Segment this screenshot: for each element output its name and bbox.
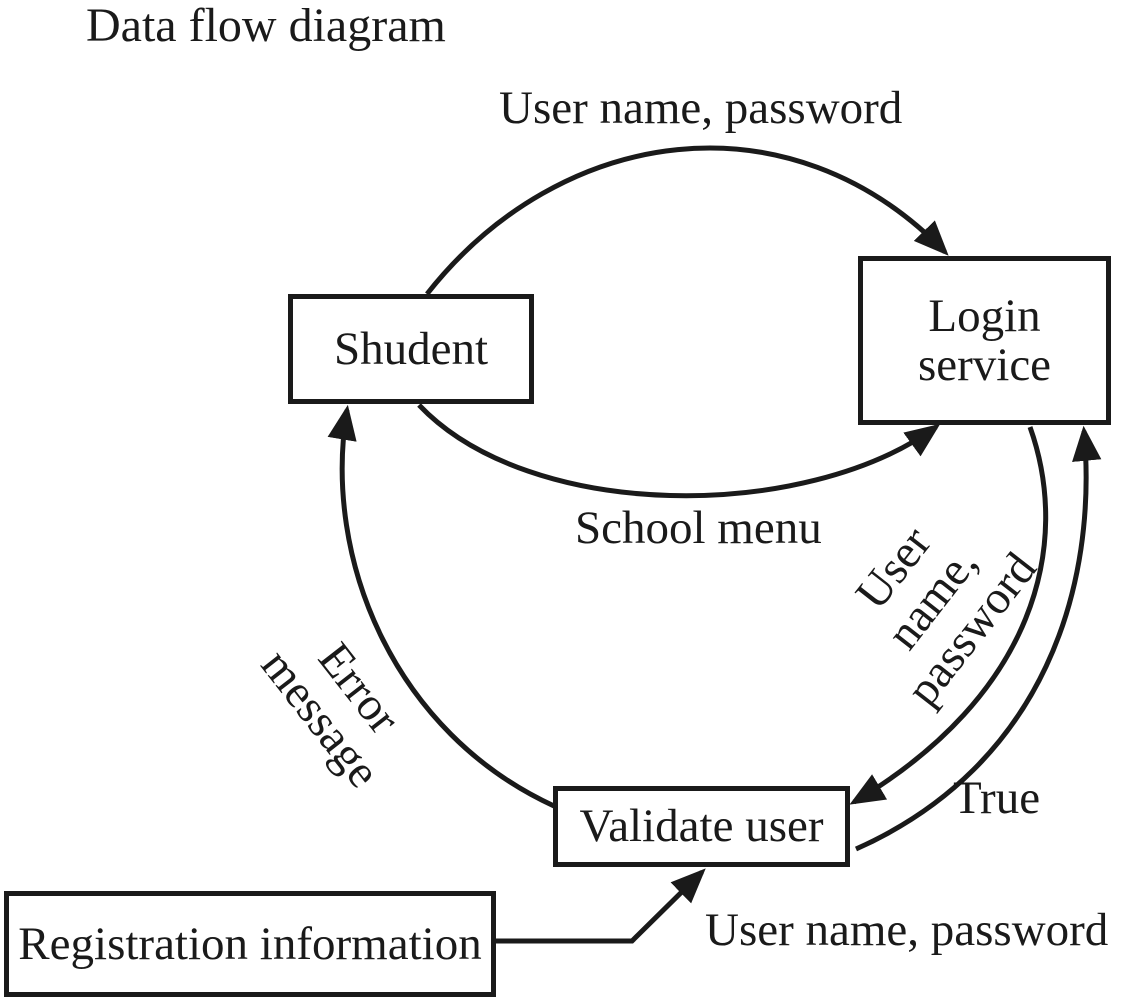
edge-label-school-menu: School menu <box>575 502 822 554</box>
edge-label-username-password-bottom: User name, password <box>705 904 1109 956</box>
edge-username-password-right <box>849 426 1049 805</box>
edge-error-message <box>327 404 556 809</box>
edge-username-password-top <box>425 145 949 296</box>
edge-label-true: True <box>953 772 1041 824</box>
node-login-service[interactable]: Login service <box>858 256 1111 425</box>
edge-true <box>854 425 1102 852</box>
page-title: Data flow diagram <box>86 0 446 52</box>
edge-label-username-password-top: User name, password <box>499 82 903 134</box>
edge-registration-info <box>496 868 706 944</box>
node-validate-user[interactable]: Validate user <box>553 786 850 867</box>
node-registration-information[interactable]: Registration information <box>4 891 496 997</box>
edge-school-menu <box>417 403 941 499</box>
node-student[interactable]: Shudent <box>288 294 534 404</box>
